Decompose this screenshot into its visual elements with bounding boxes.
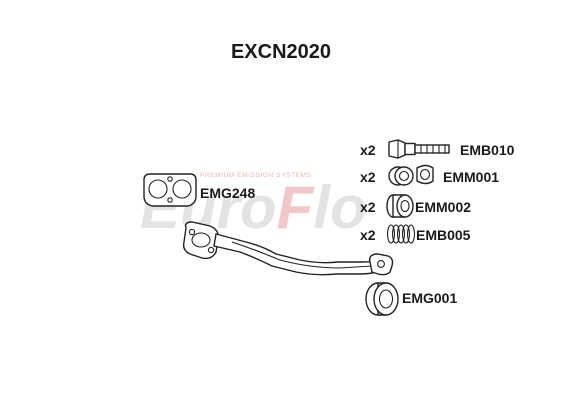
page-title: EXCN2020 xyxy=(231,41,331,63)
watermark-tagline: PREMIUM EMISSION SYSTEMS xyxy=(200,172,312,179)
bolt-icon xyxy=(388,139,450,159)
exhaust-gasket-icon xyxy=(143,173,197,207)
ring-gasket-icon xyxy=(365,282,399,316)
part-qty-emb010: x2 xyxy=(360,142,376,158)
part-label-emm001: EMM001 xyxy=(443,169,499,185)
front-pipe-icon xyxy=(182,221,394,276)
part-label-emg001: EMG001 xyxy=(402,290,457,306)
flange-nut-icon xyxy=(386,194,414,218)
part-label-emm002: EMM002 xyxy=(415,199,471,215)
part-qty-emb005: x2 xyxy=(360,227,376,243)
part-qty-emm002: x2 xyxy=(360,199,376,215)
watermark-brand: EuroFlo xyxy=(140,174,367,241)
spring-icon xyxy=(386,224,416,244)
watermark: EuroFlo PREMIUM EMISSION SYSTEMS xyxy=(140,172,367,241)
part-label-emg248: EMG248 xyxy=(200,185,255,201)
nut-icon xyxy=(416,164,434,185)
part-qty-washer: x2 xyxy=(360,169,376,185)
part-label-emb010: EMB010 xyxy=(460,142,515,158)
washer-icon xyxy=(388,166,414,186)
part-label-emb005: EMB005 xyxy=(416,227,471,243)
